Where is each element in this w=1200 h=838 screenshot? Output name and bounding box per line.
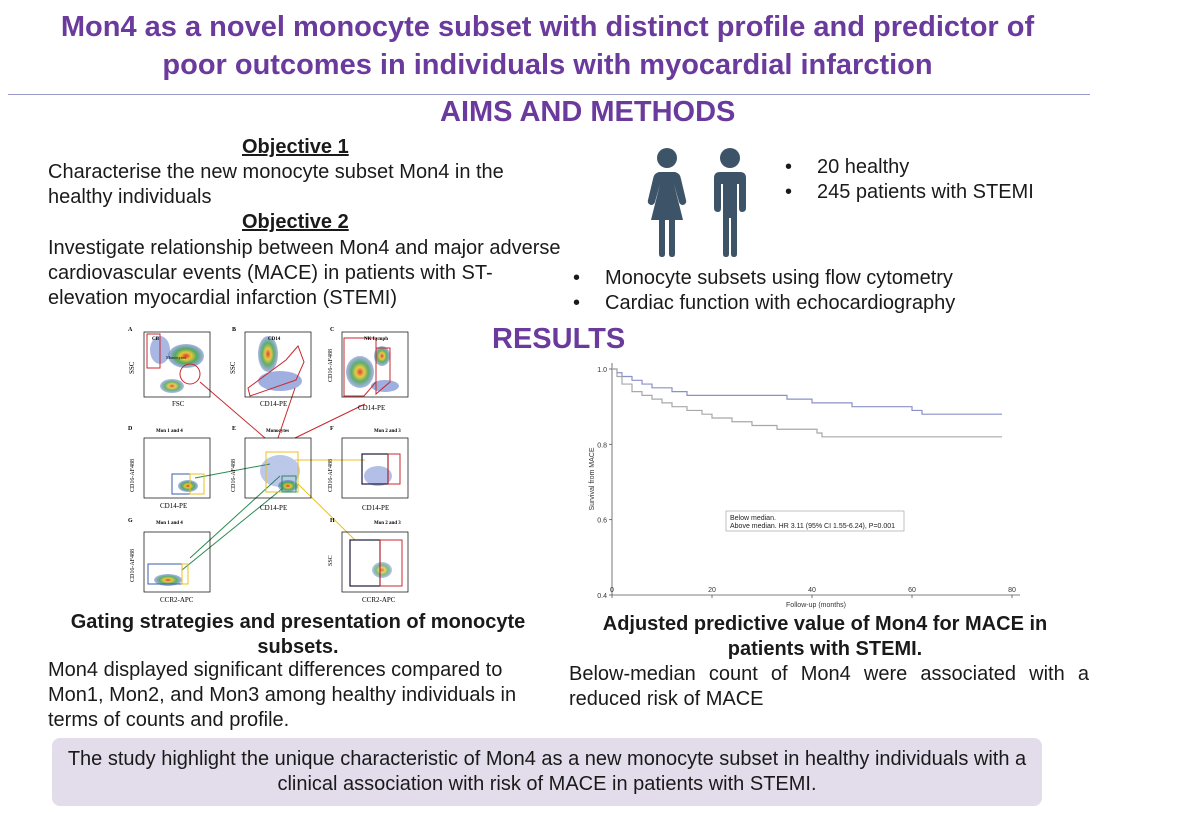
panel-letter: G — [128, 518, 133, 524]
x-tick-label: 40 — [808, 587, 816, 594]
panel-letter: C — [330, 327, 334, 333]
axis-x-label: CD14-PE — [358, 404, 385, 412]
y-tick-label: 0.8 — [597, 442, 607, 449]
gating-panel-a: A CB Monocytes FSC SSC — [128, 327, 211, 408]
axis-y-label: CD16-AF488 — [130, 549, 136, 582]
conclusion-box: The study highlight the unique character… — [52, 738, 1042, 806]
objective1-text: Characterise the new monocyte subset Mon… — [48, 161, 504, 208]
panel-letter: H — [330, 518, 335, 524]
panel-letter: E — [232, 426, 236, 432]
panel-letter: A — [128, 327, 133, 333]
axis-y-label: SSC — [229, 361, 237, 374]
km-caption: Adjusted predictive value of Mon4 for MA… — [602, 613, 1048, 660]
gating-panel-g: G Mon 1 and 4 CCR2-APC CD16-AF488 — [128, 518, 211, 604]
panel-letter: B — [232, 327, 236, 333]
km-line-above-median — [612, 368, 1002, 438]
km-y-label: Survival from MACE — [589, 447, 596, 510]
gating-panel-h: H Mon 2 and 3 CCR2-APC SSC — [328, 518, 409, 604]
legend-below-median: Below median. — [730, 515, 776, 522]
panel-header: Mon 2 and 3 — [374, 521, 401, 526]
gating-connectors — [181, 381, 366, 571]
gating-panel-d: D Mon 1 and 4 CD14-PE CD16-AF488 — [128, 426, 211, 510]
panel-header: Mon 1 and 4 — [156, 429, 183, 434]
axis-x-label: FSC — [172, 400, 185, 408]
x-ticks: 0 20 40 60 80 — [610, 587, 1016, 598]
axis-y-label: SSC — [128, 361, 136, 374]
title-line-1: Mon4 as a novel monocyte subset with dis… — [60, 11, 1035, 43]
panel-header: CD14 — [268, 337, 281, 342]
axis-y-label: CD16-AF488 — [130, 459, 136, 492]
gating-caption: Gating strategies and presentation of mo… — [70, 611, 526, 658]
km-legend: Below median. Above median. HR 3.11 (95%… — [725, 510, 905, 532]
x-tick-label: 80 — [1008, 587, 1016, 594]
axis-y-label: CD16-AF488 — [328, 349, 334, 382]
population-item: 20 healthy — [785, 155, 1034, 180]
km-x-label: Follow-up (months) — [786, 602, 846, 609]
y-tick-label: 1.0 — [597, 367, 607, 374]
panel-header: Monocytes — [266, 429, 289, 434]
objective1-heading: Objective 1 — [242, 136, 349, 158]
x-tick-label: 60 — [908, 587, 916, 594]
axis-y-label: CD16-AF488 — [328, 459, 334, 492]
objective2-text: Investigate relationship between Mon4 an… — [48, 237, 561, 309]
axis-y-label: SSC — [328, 555, 334, 566]
woman-icon — [647, 148, 687, 257]
gating-panel-f: F Mon 2 and 3 CD14-PE CD16-AF488 — [328, 426, 409, 512]
poster-title: Mon4 as a novel monocyte subset with dis… — [0, 8, 1095, 84]
panel-header: CB — [152, 337, 160, 342]
title-line-2: poor outcomes in individuals with myocar… — [162, 49, 933, 81]
panel-header: Mon 2 and 3 — [374, 429, 401, 434]
people-icon — [647, 148, 746, 257]
km-series — [612, 368, 1002, 438]
y-tick-label: 0.4 — [597, 593, 607, 600]
axis-x-label: CCR2-APC — [160, 596, 194, 604]
aims-heading: AIMS AND METHODS — [440, 96, 736, 128]
axis-x-label: CD14-PE — [260, 504, 287, 512]
axis-x-label: CD14-PE — [362, 504, 389, 512]
gating-description: Mon4 displayed significant differences c… — [48, 659, 517, 731]
results-heading: RESULTS — [492, 323, 626, 355]
panel-letter: D — [128, 426, 133, 432]
panel-letter: F — [330, 426, 334, 432]
km-description: Below-median count of Mon4 were associat… — [569, 663, 1089, 710]
method-item: Cardiac function with echocardiography — [573, 291, 955, 316]
y-tick-label: 0.6 — [597, 518, 607, 525]
population-item: 245 patients with STEMI — [785, 180, 1034, 205]
gating-strategy-figure: A CB Monocytes FSC SSC B CD14 CD14-PE SS… — [128, 327, 409, 604]
axis-x-label: CD14-PE — [260, 400, 287, 408]
y-ticks: 1.0 0.8 0.6 0.4 — [597, 367, 612, 600]
x-tick-label: 20 — [708, 587, 716, 594]
gating-panel-e: E Monocytes CD14-PE CD16-AF488 — [231, 426, 312, 512]
axis-x-label: CD14-PE — [160, 502, 187, 510]
method-item: Monocyte subsets using flow cytometry — [573, 266, 955, 291]
axis-x-label: CCR2-APC — [362, 596, 396, 604]
x-tick-label: 0 — [610, 587, 614, 594]
km-line-below-median — [612, 368, 1002, 415]
conclusion-text: The study highlight the unique character… — [67, 748, 1027, 795]
km-survival-chart: 1.0 0.8 0.6 0.4 0 20 40 60 80 Survival from MAC… — [589, 363, 1020, 609]
population-list: 20 healthy 245 patients with STEMI — [785, 155, 1034, 205]
gating-panel-c: C NK Lymph CD14-PE CD16-AF488 — [328, 327, 409, 412]
panel-header: Mon 1 and 4 — [156, 521, 183, 526]
objective2-heading: Objective 2 — [242, 211, 349, 233]
methods-list: Monocyte subsets using flow cytometry Ca… — [573, 266, 955, 316]
panel-header: NK Lymph — [364, 337, 388, 342]
gate-label: Monocytes — [166, 355, 186, 360]
gating-panel-b: B CD14 CD14-PE SSC — [229, 327, 312, 408]
legend-above-median: Above median. HR 3.11 (95% CI 1.55-6.24)… — [730, 523, 895, 530]
axis-y-label: CD16-AF488 — [231, 459, 237, 492]
man-icon — [714, 148, 746, 257]
title-divider — [8, 94, 1090, 95]
